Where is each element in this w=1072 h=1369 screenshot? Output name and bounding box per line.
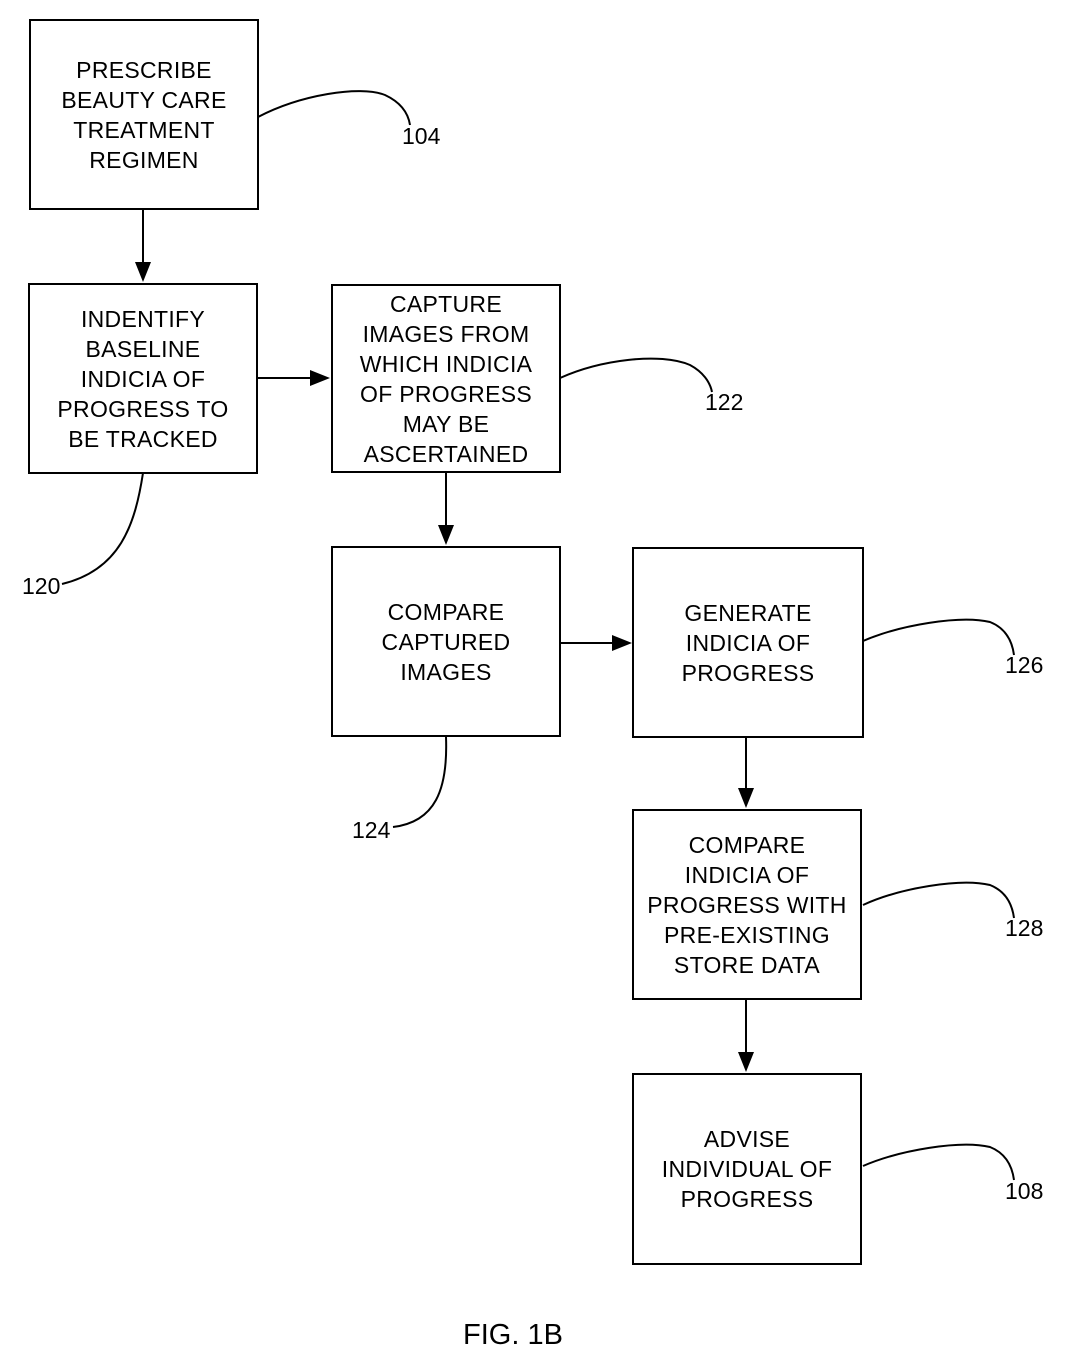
arrow-identify-to-capture xyxy=(257,370,330,386)
ref-126: 126 xyxy=(1005,652,1043,678)
arrow-generate-to-compare-data xyxy=(738,737,754,808)
leader-122 xyxy=(560,359,712,392)
box-capture-images: CAPTURE IMAGES FROM WHICH INDICIA OF PRO… xyxy=(331,284,561,473)
box-generate-label: GENERATE INDICIA OF PROGRESS xyxy=(682,598,815,688)
ref-128: 128 xyxy=(1005,915,1043,941)
arrow-prescribe-to-identify xyxy=(135,209,151,282)
box-compare-store-data: COMPARE INDICIA OF PROGRESS WITH PRE-EXI… xyxy=(632,809,862,1000)
box-identify-baseline: INDENTIFY BASELINE INDICIA OF PROGRESS T… xyxy=(28,283,258,474)
ref-122: 122 xyxy=(705,389,743,415)
ref-108: 108 xyxy=(1005,1178,1043,1204)
box-advise-individual: ADVISE INDIVIDUAL OF PROGRESS xyxy=(632,1073,862,1265)
ref-104: 104 xyxy=(402,123,440,149)
box-prescribe-label: PRESCRIBE BEAUTY CARE TREATMENT REGIMEN xyxy=(61,55,226,175)
box-compare-captured-images: COMPARE CAPTURED IMAGES xyxy=(331,546,561,737)
leader-104 xyxy=(258,91,410,125)
box-advise-label: ADVISE INDIVIDUAL OF PROGRESS xyxy=(662,1124,832,1214)
box-generate-indicia: GENERATE INDICIA OF PROGRESS xyxy=(632,547,864,738)
ref-120: 120 xyxy=(22,573,60,599)
figure-caption: FIG. 1B xyxy=(463,1318,563,1352)
box-capture-label: CAPTURE IMAGES FROM WHICH INDICIA OF PRO… xyxy=(360,289,533,469)
leader-126 xyxy=(863,620,1014,655)
box-prescribe-regimen: PRESCRIBE BEAUTY CARE TREATMENT REGIMEN xyxy=(29,19,259,210)
box-compare-data-label: COMPARE INDICIA OF PROGRESS WITH PRE-EXI… xyxy=(647,830,846,980)
leader-128 xyxy=(863,883,1014,918)
ref-124: 124 xyxy=(352,817,390,843)
box-identify-label: INDENTIFY BASELINE INDICIA OF PROGRESS T… xyxy=(57,304,228,454)
leader-124 xyxy=(393,737,446,827)
arrow-compare-data-to-advise xyxy=(738,999,754,1072)
leader-120 xyxy=(62,473,143,584)
box-compare-images-label: COMPARE CAPTURED IMAGES xyxy=(382,597,511,687)
arrow-capture-to-compare-images xyxy=(438,472,454,545)
leader-108 xyxy=(863,1145,1014,1180)
arrow-compare-images-to-generate xyxy=(560,635,632,651)
